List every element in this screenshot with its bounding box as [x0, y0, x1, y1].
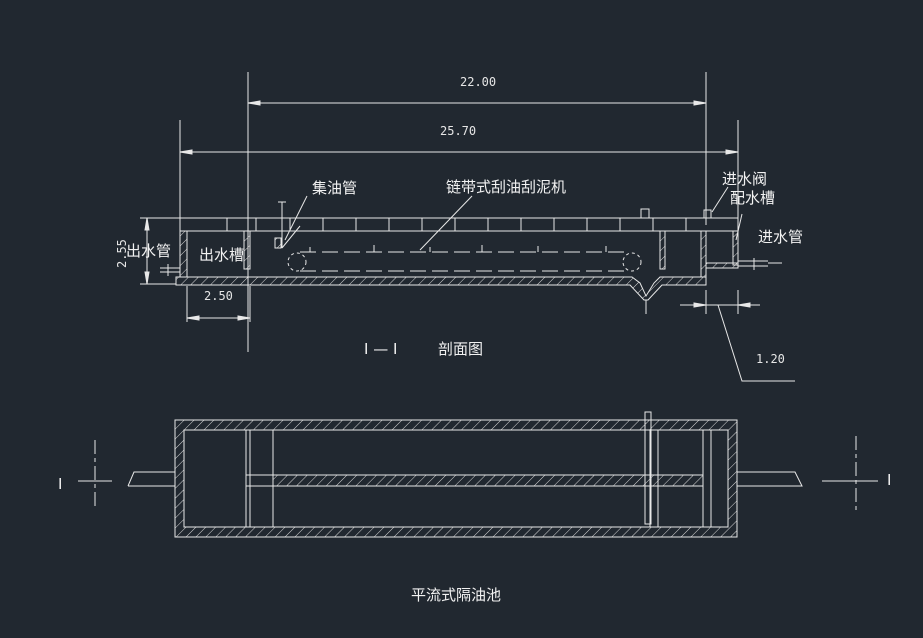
outlet-pipe: [160, 264, 180, 276]
dimension-line-inlet-tank: [680, 290, 795, 382]
leader-distribution: [735, 213, 743, 241]
label-outlet-pipe: 出水管: [126, 242, 172, 260]
label-inlet-valve: 进水阀: [722, 170, 768, 188]
chain-scraper: [300, 251, 630, 272]
leader-valve: [711, 186, 729, 213]
plan-view: [78, 411, 878, 538]
left-wall: [179, 230, 188, 278]
dim-inner-length: 22.00: [460, 75, 497, 89]
plan-title: 平流式隔油池: [411, 586, 502, 604]
dimension-line-depth: [140, 217, 180, 285]
oil-collection-pipe: [274, 201, 301, 249]
section-marker: I — I: [364, 340, 398, 358]
label-chain-scraper: 链带式刮油刮泥机: [446, 178, 567, 196]
dim-inlet-tank: 1.20: [756, 352, 785, 366]
plan-left-marker: I: [58, 475, 63, 493]
chain-scraper-ends: [287, 252, 642, 272]
label-oil-collection-pipe: 集油管: [312, 179, 358, 197]
distribution-tank-floor: [705, 262, 739, 269]
section-view: [140, 72, 795, 382]
label-distribution-tank: 配水槽: [730, 189, 776, 207]
dim-outlet-tank: 2.50: [204, 289, 233, 303]
dimension-line-outlet-tank: [186, 286, 251, 322]
inlet-baffle: [659, 230, 666, 270]
label-outlet-tank: 出水槽: [199, 246, 245, 264]
inlet-wall: [700, 230, 707, 278]
dimension-line-total-length: [179, 120, 739, 226]
dimension-line-inner-length: [247, 72, 707, 352]
leader-scraper: [419, 195, 473, 251]
tank-cover: [179, 208, 739, 232]
plan-right-marker: I: [887, 471, 892, 489]
plan-outlet-pipe: [127, 471, 175, 487]
bottom-slab: [175, 276, 707, 301]
dim-total-length: 25.70: [440, 124, 477, 138]
outlet-weir: [243, 230, 251, 270]
plan-inlet-pipe: [737, 471, 803, 487]
label-inlet-pipe: 进水管: [758, 228, 804, 246]
plan-oil-pipe: [644, 411, 652, 525]
section-title: 剖面图: [438, 340, 484, 358]
plan-center-divider: [272, 474, 704, 487]
inlet-pipe: [738, 258, 782, 270]
leader-oil-pipe: [284, 195, 308, 241]
